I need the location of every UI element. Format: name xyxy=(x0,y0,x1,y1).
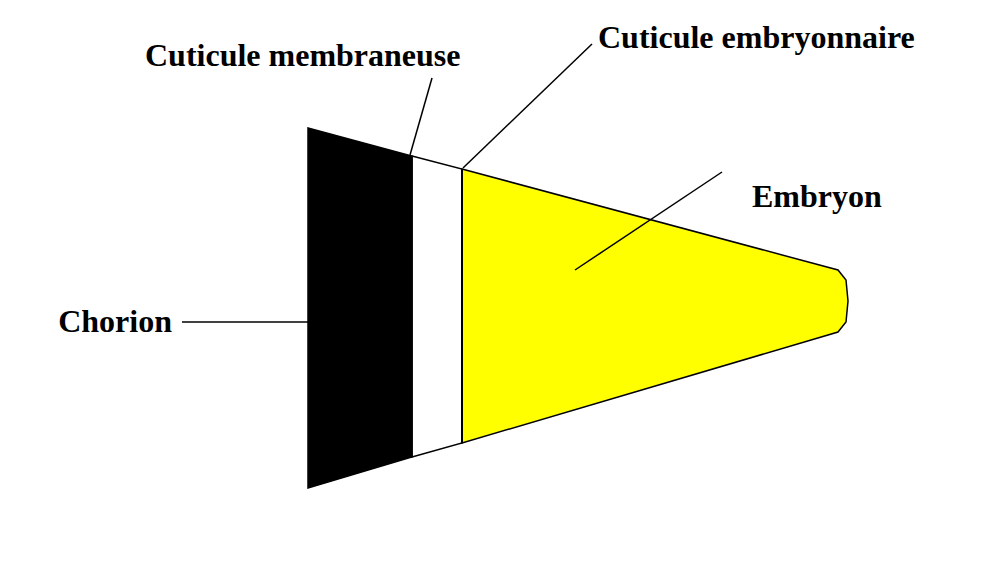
leader-line xyxy=(182,321,308,323)
embryonic-cuticle-line xyxy=(461,169,463,443)
part-label: Chorion xyxy=(58,304,172,339)
leader-line xyxy=(463,44,592,168)
chorion-layer xyxy=(308,128,412,488)
leader-line xyxy=(410,78,432,155)
part-label: Cuticule embryonnaire xyxy=(598,20,915,55)
membranous-cuticle-layer xyxy=(412,156,462,457)
part-label: Cuticule membraneuse xyxy=(145,38,461,73)
part-label: Embryon xyxy=(752,179,882,214)
leader-line xyxy=(575,172,722,270)
